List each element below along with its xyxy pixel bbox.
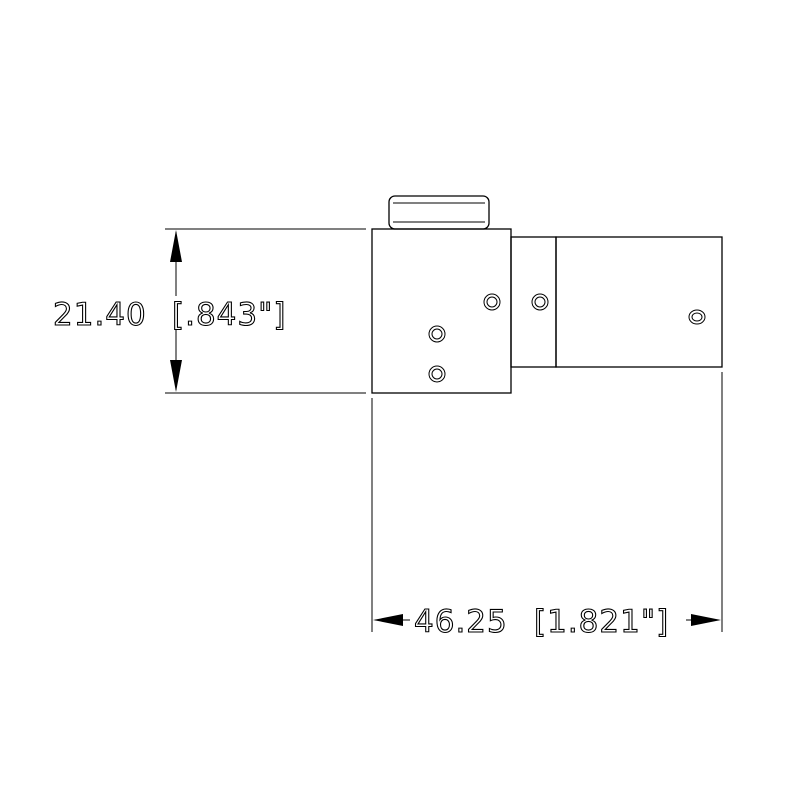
- width-dimension: 46.25 [1.821"]: [371, 372, 723, 641]
- height-dimension: 21.40 [.843"]: [52, 228, 366, 394]
- height-value: 21.40: [53, 297, 147, 333]
- main-block: [371, 228, 512, 394]
- middle-block: [510, 236, 557, 368]
- height-arrow-up: [170, 230, 182, 262]
- mounting-holes: [428, 293, 706, 383]
- hole: [483, 293, 501, 311]
- height-arrow-down: [170, 360, 182, 392]
- hole: [428, 325, 446, 343]
- width-arrow-left: [373, 614, 403, 626]
- right-block: [555, 236, 723, 368]
- width-value: 46.25: [414, 604, 508, 640]
- height-imperial: [.843"]: [172, 297, 286, 333]
- hole: [688, 309, 706, 325]
- width-imperial: [1.821"]: [534, 604, 669, 640]
- hole: [428, 365, 446, 383]
- top-cap-outline: [388, 195, 490, 230]
- top-cap: [388, 195, 490, 230]
- width-arrow-right: [691, 614, 721, 626]
- hole: [531, 293, 549, 311]
